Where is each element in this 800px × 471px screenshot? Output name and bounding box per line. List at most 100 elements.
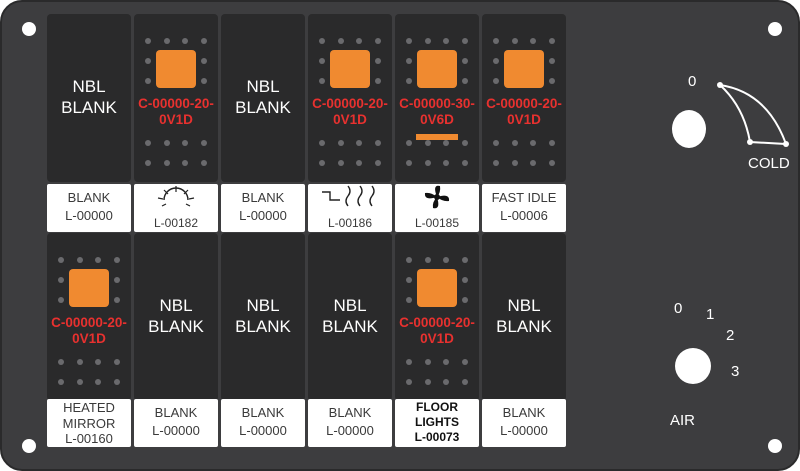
mount-hole	[22, 22, 36, 36]
mount-hole	[22, 439, 36, 453]
lamp-lens	[69, 269, 109, 307]
switch-label-plate: L-00182	[134, 184, 218, 232]
led-dot	[145, 58, 151, 64]
led-dot	[493, 78, 499, 84]
led-dot	[375, 78, 381, 84]
temp-knob[interactable]	[672, 110, 706, 148]
rocker-switch[interactable]: C-00000-20-0V1D	[482, 14, 566, 182]
lamp-lens	[504, 50, 544, 88]
led-dot	[462, 58, 468, 64]
led-dots	[319, 38, 381, 44]
temp-zero: 0	[688, 73, 697, 90]
fan-icon	[395, 184, 479, 210]
label-code: L-00182	[153, 216, 199, 230]
switch-part-code: C-00000-20-0V1D	[486, 96, 562, 127]
air-label: AIR	[670, 412, 696, 429]
switch-part-code: C-00000-30-0V6D	[399, 96, 475, 127]
indicator-bar	[416, 134, 458, 140]
led-dot	[549, 58, 555, 64]
led-dot	[406, 277, 412, 283]
switch-part-code: C-00000-20-0V1D	[51, 315, 127, 346]
switch-part-code: C-00000-20-0V1D	[312, 96, 388, 127]
lamp-lens	[330, 50, 370, 88]
switch-label-plate: L-00186	[308, 184, 392, 232]
lamp-lens	[417, 50, 457, 88]
rocker-switch[interactable]: C-00000-20-0V1D	[308, 14, 392, 182]
air-tick-2: 2	[726, 327, 735, 344]
air-knob[interactable]	[675, 348, 711, 384]
rocker-switch[interactable]: C-00000-20-0V1D	[47, 233, 131, 401]
rocker-switch[interactable]: C-00000-30-0V6D	[395, 14, 479, 182]
led-dot	[462, 277, 468, 283]
led-dot	[406, 58, 412, 64]
led-dots	[319, 140, 381, 146]
led-dot	[462, 297, 468, 303]
led-dots	[406, 359, 468, 365]
led-dot	[319, 78, 325, 84]
led-dots	[58, 257, 120, 263]
led-dots	[406, 38, 468, 44]
mount-hole	[768, 439, 782, 453]
switch-part-code: C-00000-20-0V1D	[399, 315, 475, 346]
led-dots	[406, 257, 468, 263]
label-code: L-00186	[327, 216, 373, 230]
led-dots	[406, 140, 468, 146]
led-dots	[145, 38, 207, 44]
mount-hole	[768, 22, 782, 36]
switch-label-plate: L-00185	[395, 184, 479, 232]
led-dot	[319, 58, 325, 64]
led-dot	[114, 297, 120, 303]
rocker-switch[interactable]: C-00000-20-0V1D	[395, 233, 479, 401]
led-dots	[493, 38, 555, 44]
led-dots	[145, 140, 207, 146]
label-code: L-00185	[414, 216, 460, 230]
led-dot	[58, 277, 64, 283]
led-dot	[549, 78, 555, 84]
air-tick-0: 0	[674, 300, 683, 317]
led-dots	[406, 379, 468, 385]
led-dots	[58, 379, 120, 385]
led-dots	[493, 160, 555, 166]
heat-waves-icon	[308, 184, 392, 210]
led-dot	[58, 297, 64, 303]
led-dots	[319, 160, 381, 166]
led-dots	[406, 160, 468, 166]
led-dot	[493, 58, 499, 64]
temp-cold-label: COLD	[748, 155, 790, 172]
temp-dial[interactable]	[662, 72, 800, 182]
led-dot	[114, 277, 120, 283]
led-dot	[201, 58, 207, 64]
led-dot	[406, 297, 412, 303]
sun-icon	[134, 184, 218, 210]
rocker-switch[interactable]: C-00000-20-0V1D	[134, 14, 218, 182]
